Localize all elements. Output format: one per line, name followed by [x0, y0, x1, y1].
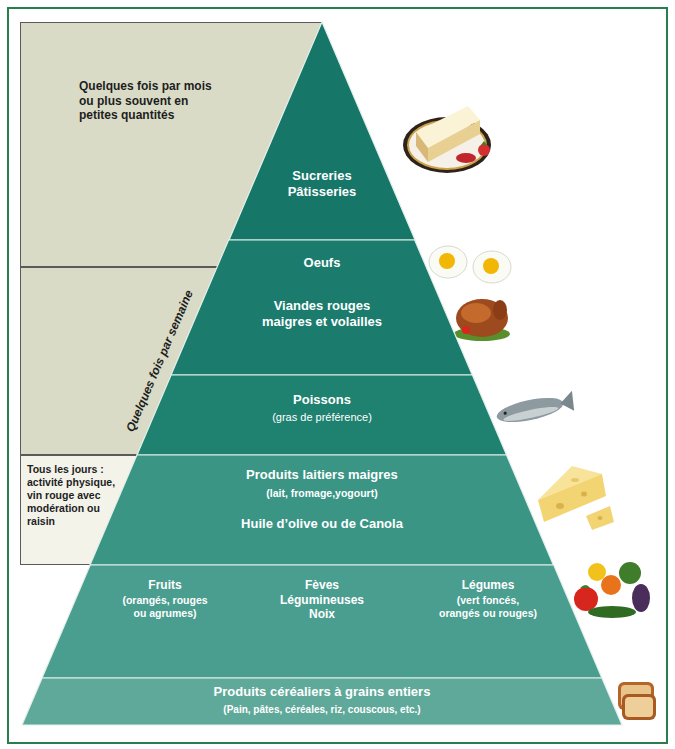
bread-picture [618, 682, 656, 720]
food-group-label: (Pain, pâtes, céréales, riz, couscous, e… [112, 704, 532, 716]
fish-picture [495, 391, 576, 427]
food-group-label: Viandes rouges maigres et volailles [254, 298, 389, 330]
food-group-label: Fruits [110, 578, 220, 593]
band-fill [90, 455, 553, 565]
cake-picture [403, 106, 491, 173]
food-group-label: Huile d’olive ou de Canola [197, 516, 447, 532]
food-group-label: Fèves Légumineuses Noix [277, 578, 367, 622]
food-group-label: (orangés, rouges ou agrumes) [115, 594, 215, 620]
food-group-label: (gras de préférence) [232, 411, 412, 424]
band-fill [137, 375, 507, 455]
band-fill [229, 22, 415, 240]
pyramid-band: OeufsViandes rouges maigres et volailles [171, 240, 472, 375]
pyramid-band: Sucreries Pâtisseries [229, 22, 415, 240]
band-fill [42, 565, 602, 678]
band-shape [229, 22, 415, 240]
pyramid-band: Poissons (gras de préférence) [137, 375, 507, 455]
food-group-label: (vert foncés, orangés ou rouges) [438, 594, 538, 620]
food-group-label: Sucreries Pâtisseries [272, 168, 372, 200]
eggs-picture [429, 246, 511, 283]
food-group-label: Poissons [242, 392, 402, 408]
chicken-picture [454, 299, 510, 341]
vegetables-picture [574, 562, 650, 618]
food-group-label: Produits laitiers maigres [207, 467, 437, 483]
pyramid-band: Produits laitiers maigres (lait, fromage,… [90, 455, 553, 565]
food-group-label: Produits céréaliers à grains entiers [112, 684, 532, 700]
food-group-label: Oeufs [262, 255, 382, 271]
band-fill [22, 678, 622, 725]
food-group-label: Légumes [433, 578, 543, 593]
cheese-picture [538, 466, 614, 530]
pyramid-band: Fruits(orangés, rouges ou agrumes) Fèves … [42, 565, 602, 678]
frequency-label: Tous les jours : activité physique, vin … [27, 463, 119, 528]
band-fill [171, 240, 472, 375]
food-group-label: (lait, fromage,yogourt) [217, 487, 427, 500]
frequency-label: Quelques fois par mois ou plus souvent e… [79, 79, 219, 123]
outer-frame [8, 8, 667, 743]
pyramid-band: Produits céréaliers à grains entiers (Pai… [22, 678, 622, 725]
